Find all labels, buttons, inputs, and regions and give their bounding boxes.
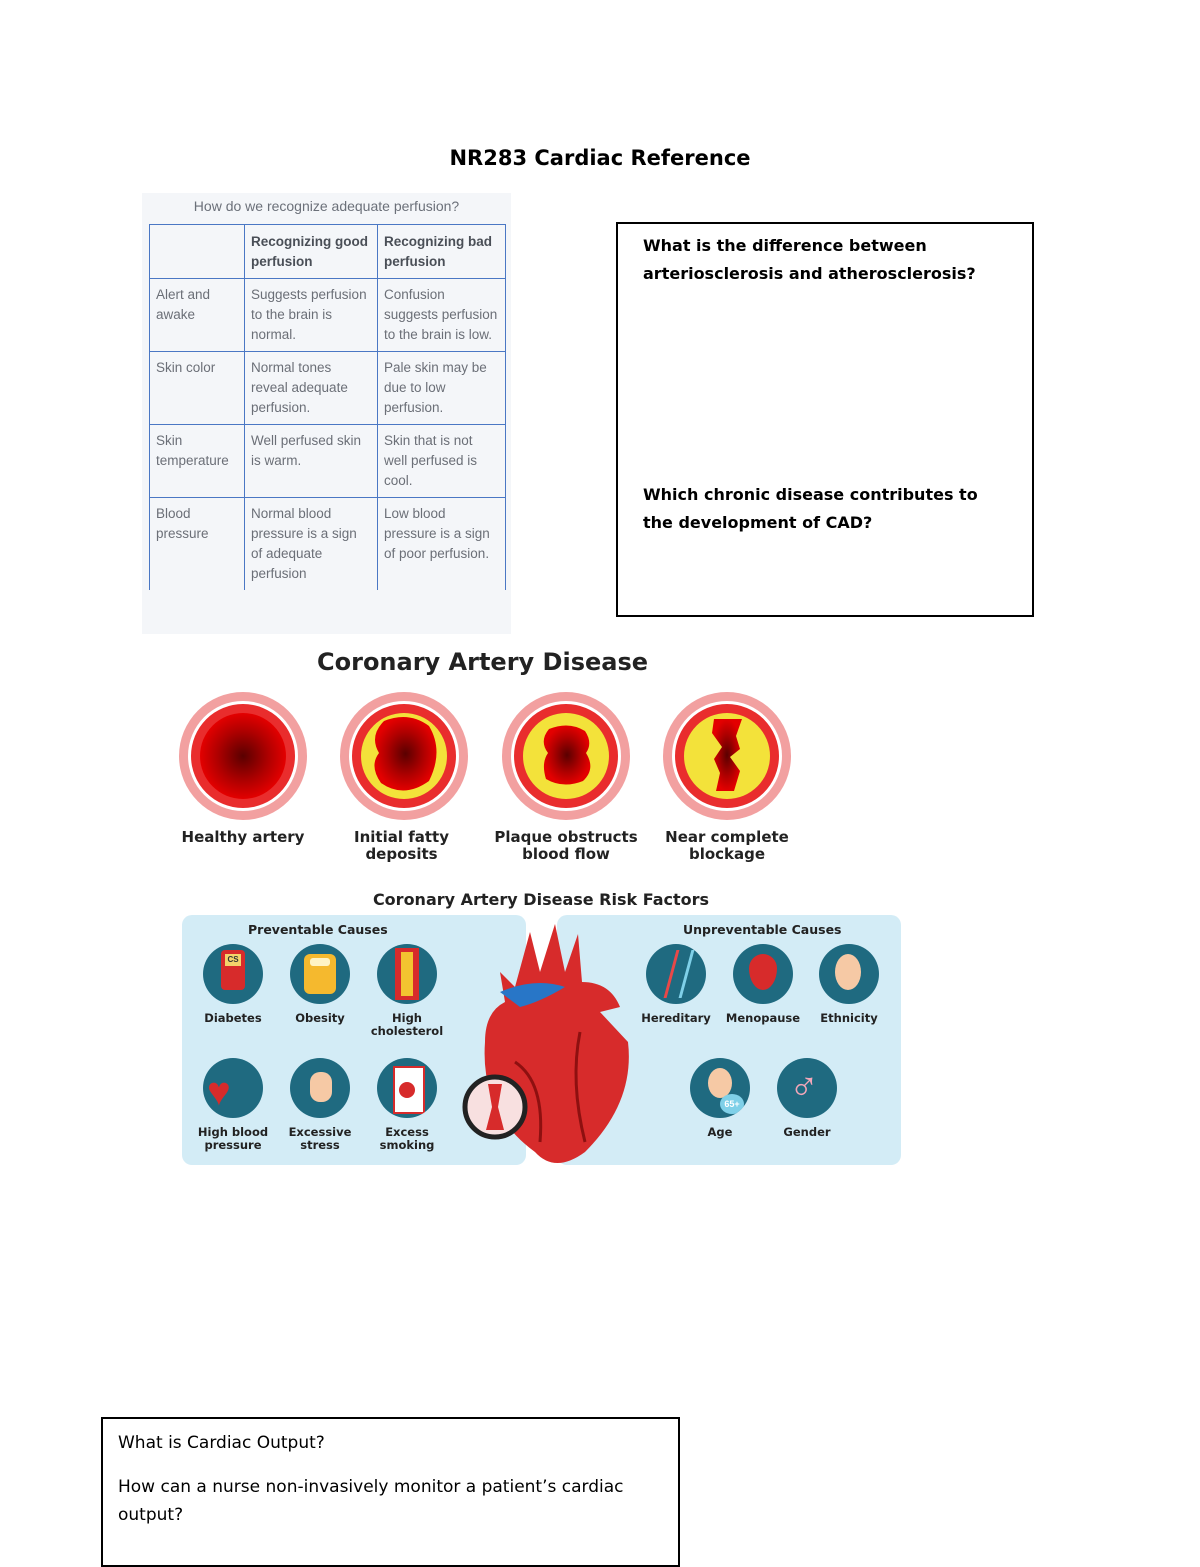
cad-title: Coronary Artery Disease: [317, 648, 649, 676]
risk-label: High blood pressure: [197, 1125, 269, 1152]
risk-cholesterol: High cholesterol: [367, 944, 447, 1038]
risk-label: Age: [707, 1125, 733, 1139]
page-title: NR283 Cardiac Reference: [449, 146, 751, 170]
dna-icon: [646, 944, 706, 1004]
table-cell: Blood pressure: [149, 497, 245, 590]
risk-label: High cholesterol: [370, 1011, 444, 1038]
table-row: Alert and awake Suggests perfusion to th…: [149, 278, 506, 352]
plaque-artery-icon: [502, 692, 630, 820]
perfusion-table-figure: How do we recognize adequate perfusion? …: [142, 193, 511, 634]
elderly-person-icon: 65+: [690, 1058, 750, 1118]
risk-gender: ♂ Gender: [767, 1058, 847, 1139]
risk-label: Obesity: [295, 1011, 345, 1025]
table-row: Skin color Normal tones reveal adequate …: [149, 351, 506, 425]
question-cardiac-output: What is Cardiac Output?: [118, 1433, 325, 1453]
table-cell: Normal tones reveal adequate perfusion.: [244, 351, 378, 425]
risk-label: Ethnicity: [820, 1011, 878, 1025]
heart-icon: [462, 924, 629, 1163]
gender-symbol-icon: ♂: [777, 1058, 837, 1118]
table-header-cell: Recognizing bad perfusion: [377, 224, 506, 279]
risk-age: 65+ Age: [680, 1058, 760, 1139]
risk-label: Gender: [783, 1125, 831, 1139]
risk-label: Diabetes: [204, 1011, 262, 1025]
preventable-title: Preventable Causes: [248, 922, 388, 937]
scale-icon: [290, 944, 350, 1004]
table-cell: Alert and awake: [149, 278, 245, 352]
glucose-meter-icon: CS: [203, 944, 263, 1004]
table-cell: Skin color: [149, 351, 245, 425]
table-cell: Suggests perfusion to the brain is norma…: [244, 278, 378, 352]
table-cell: Normal blood pressure is a sign of adequ…: [244, 497, 378, 590]
risk-diabetes: CS Diabetes: [193, 944, 273, 1025]
risk-label: Hereditary: [641, 1011, 711, 1025]
stage-label-fatty: Initial fatty deposits: [354, 828, 449, 863]
table-row: Skin temperature Well perfused skin is w…: [149, 424, 506, 498]
risk-hereditary: Hereditary: [636, 944, 716, 1025]
risk-stress: Excessive stress: [280, 1058, 360, 1152]
stage-label-blockage: Near complete blockage: [665, 828, 789, 863]
risk-label: Excess smoking: [379, 1125, 435, 1152]
table-row: Blood pressure Normal blood pressure is …: [149, 497, 506, 590]
table-header-row: Recognizing good perfusion Recognizing b…: [149, 224, 506, 279]
uterus-drop-icon: [733, 944, 793, 1004]
perfusion-table: Recognizing good perfusion Recognizing b…: [149, 224, 506, 590]
cigarette-pack-icon: [377, 1058, 437, 1118]
table-cell: Low blood pressure is a sign of poor per…: [377, 497, 506, 590]
age-badge: 65+: [720, 1094, 744, 1114]
table-header-cell: [149, 224, 245, 279]
risk-label: Excessive stress: [288, 1125, 352, 1152]
table-header-cell: Recognizing good perfusion: [244, 224, 378, 279]
question-box-cardiac-output: What is Cardiac Output? How can a nurse …: [101, 1417, 680, 1567]
stage-label-healthy: Healthy artery: [181, 828, 305, 846]
table-cell: Skin that is not well perfused is cool.: [377, 424, 506, 498]
face-icon: [819, 944, 879, 1004]
question-arteriosclerosis: What is the difference between arteriosc…: [643, 236, 976, 283]
table-cell: Confusion suggests perfusion to the brai…: [377, 278, 506, 352]
stage-label-plaque: Plaque obstructs blood flow: [494, 828, 638, 863]
perfusion-caption: How do we recognize adequate perfusion?: [193, 198, 460, 214]
risk-ethnicity: Ethnicity: [809, 944, 889, 1025]
risk-label: Menopause: [725, 1011, 801, 1025]
heart-pulse-icon: ♥: [203, 1058, 263, 1118]
table-cell: Well perfused skin is warm.: [244, 424, 378, 498]
stressed-person-icon: [290, 1058, 350, 1118]
glucose-reading: CS: [225, 954, 241, 966]
risk-menopause: Menopause: [723, 944, 803, 1025]
unpreventable-title: Unpreventable Causes: [683, 922, 842, 937]
question-box-arteriosclerosis: What is the difference between arteriosc…: [616, 222, 1034, 617]
question-monitor-output: How can a nurse non-invasively monitor a…: [118, 1477, 624, 1525]
table-cell: Skin temperature: [149, 424, 245, 498]
question-chronic-disease: Which chronic disease contributes to the…: [643, 485, 978, 532]
risk-smoking: Excess smoking: [367, 1058, 447, 1152]
risk-blood-pressure: ♥ High blood pressure: [193, 1058, 273, 1152]
table-cell: Pale skin may be due to low perfusion.: [377, 351, 506, 425]
risk-factors-title: Coronary Artery Disease Risk Factors: [372, 890, 710, 909]
healthy-artery-icon: [179, 692, 307, 820]
blocked-artery-icon: [663, 692, 791, 820]
clogged-vessel-icon: [377, 944, 437, 1004]
risk-obesity: Obesity: [280, 944, 360, 1025]
fatty-deposit-artery-icon: [340, 692, 468, 820]
